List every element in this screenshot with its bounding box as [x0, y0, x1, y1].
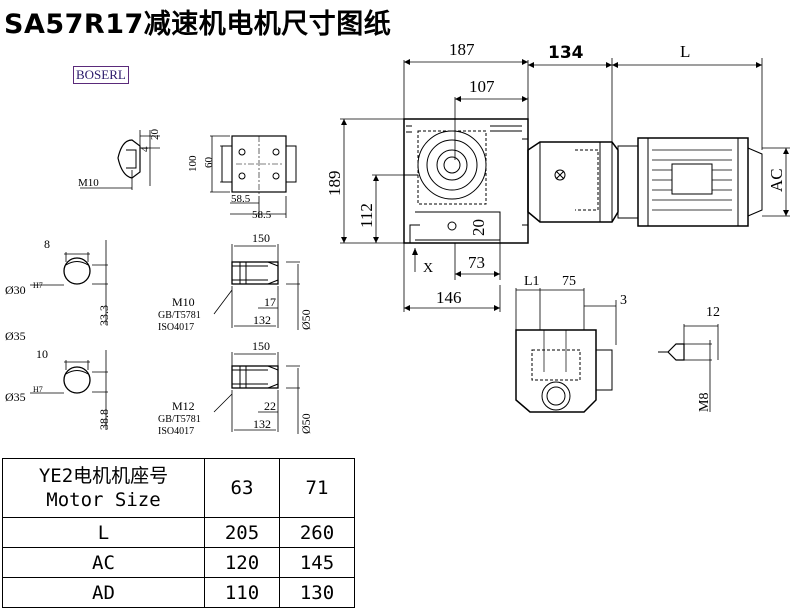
dim-L: L [680, 42, 690, 61]
table-row: AD 110 130 [2, 577, 355, 608]
thread-M10: M10 [172, 295, 195, 309]
hollow-dia-50b: Ø50 [299, 413, 313, 434]
std-iso-b: ISO4017 [158, 426, 194, 437]
table-header-line2: Motor Size [46, 489, 161, 511]
shaft-dim-8: 8 [44, 237, 50, 251]
shaft-section-35 [30, 350, 108, 430]
dim-189: 189 [325, 171, 344, 197]
dim-L1: L1 [524, 274, 540, 289]
gearbox-housing [403, 118, 529, 244]
dim-3: 3 [620, 293, 627, 308]
std-gb-a: GB/T5781 [158, 310, 201, 321]
hollow-dim-22: 22 [264, 399, 276, 413]
dim-107: 107 [469, 77, 495, 96]
shaft-dia-35: Ø35 [5, 390, 26, 404]
hollow-dim-150a: 150 [252, 231, 270, 245]
dim-134: 134 [548, 43, 584, 63]
shaft-tol-H7-a: H7 [33, 281, 43, 290]
table-cell: 205 [204, 517, 280, 548]
housing-top-view [210, 135, 297, 218]
std-iso-a: ISO4017 [158, 322, 194, 333]
dim-146: 146 [436, 288, 462, 307]
key-thread-M10: M10 [78, 177, 99, 189]
axis-x-label: X [423, 261, 433, 276]
housing-dim-58-5b: 58.5 [252, 209, 272, 221]
hollow-shaft-top [213, 244, 300, 330]
table-header-line1: YE2电机机座号 [38, 465, 169, 487]
dim-AC: AC [767, 168, 786, 192]
table-row: L 205 260 [2, 517, 355, 548]
shaft-dim-33-3: 33.3 [97, 305, 111, 326]
table-cell: 120 [204, 547, 280, 578]
table-row-label: AC [2, 547, 205, 578]
thread-M12: M12 [172, 399, 195, 413]
key-dim-20: 20 [149, 129, 161, 141]
brand-logo: BOSERL [73, 66, 129, 84]
motor-size-table: YE2电机机座号 Motor Size 63 71 L 205 260 AC 1… [2, 458, 355, 608]
dim-12: 12 [706, 305, 720, 320]
key-detail-m8 [658, 324, 719, 412]
table-row-label: AD [2, 577, 205, 608]
std-gb-b: GB/T5781 [158, 414, 201, 425]
hollow-shaft-bottom [213, 352, 300, 434]
dim-112: 112 [357, 203, 376, 228]
shaft-section-30 [30, 240, 108, 325]
page-title: SA57R17减速机电机尺寸图纸 [4, 9, 392, 40]
key-dim-4: 4 [139, 146, 151, 152]
gearbox-front-view [515, 288, 617, 413]
table-cell: 110 [204, 577, 280, 608]
table-row-label: L [2, 517, 205, 548]
housing-dim-58-5a: 58.5 [231, 193, 251, 205]
dim-187: 187 [449, 40, 475, 59]
hollow-dim-132a: 132 [253, 313, 271, 327]
dim-73: 73 [468, 253, 485, 272]
table-size-71: 71 [279, 458, 355, 518]
key-detail [80, 130, 160, 190]
shaft-tol-H7-b: H7 [33, 385, 43, 394]
hollow-dia-50a: Ø50 [299, 309, 313, 330]
hollow-dim-150b: 150 [252, 339, 270, 353]
shaft-dim-10: 10 [36, 347, 48, 361]
shaft-dim-38-8: 38.8 [97, 409, 111, 430]
table-row: AC 120 145 [2, 547, 355, 578]
dim-M8: M8 [697, 393, 712, 412]
bore-dia-35: Ø35 [5, 329, 26, 343]
dim-20: 20 [469, 219, 488, 236]
hollow-dim-132b: 132 [253, 417, 271, 431]
table-header-cell: YE2电机机座号 Motor Size [2, 458, 205, 518]
motor-body [617, 137, 763, 227]
table-size-63: 63 [204, 458, 280, 518]
shaft-dia-30: Ø30 [5, 283, 26, 297]
dim-75: 75 [562, 274, 576, 289]
table-cell: 145 [279, 547, 355, 578]
hollow-dim-17: 17 [264, 295, 276, 309]
housing-dim-60: 60 [203, 157, 215, 169]
housing-dim-100: 100 [187, 155, 199, 172]
table-cell: 260 [279, 517, 355, 548]
reducer-stage [527, 141, 619, 223]
table-cell: 130 [279, 577, 355, 608]
